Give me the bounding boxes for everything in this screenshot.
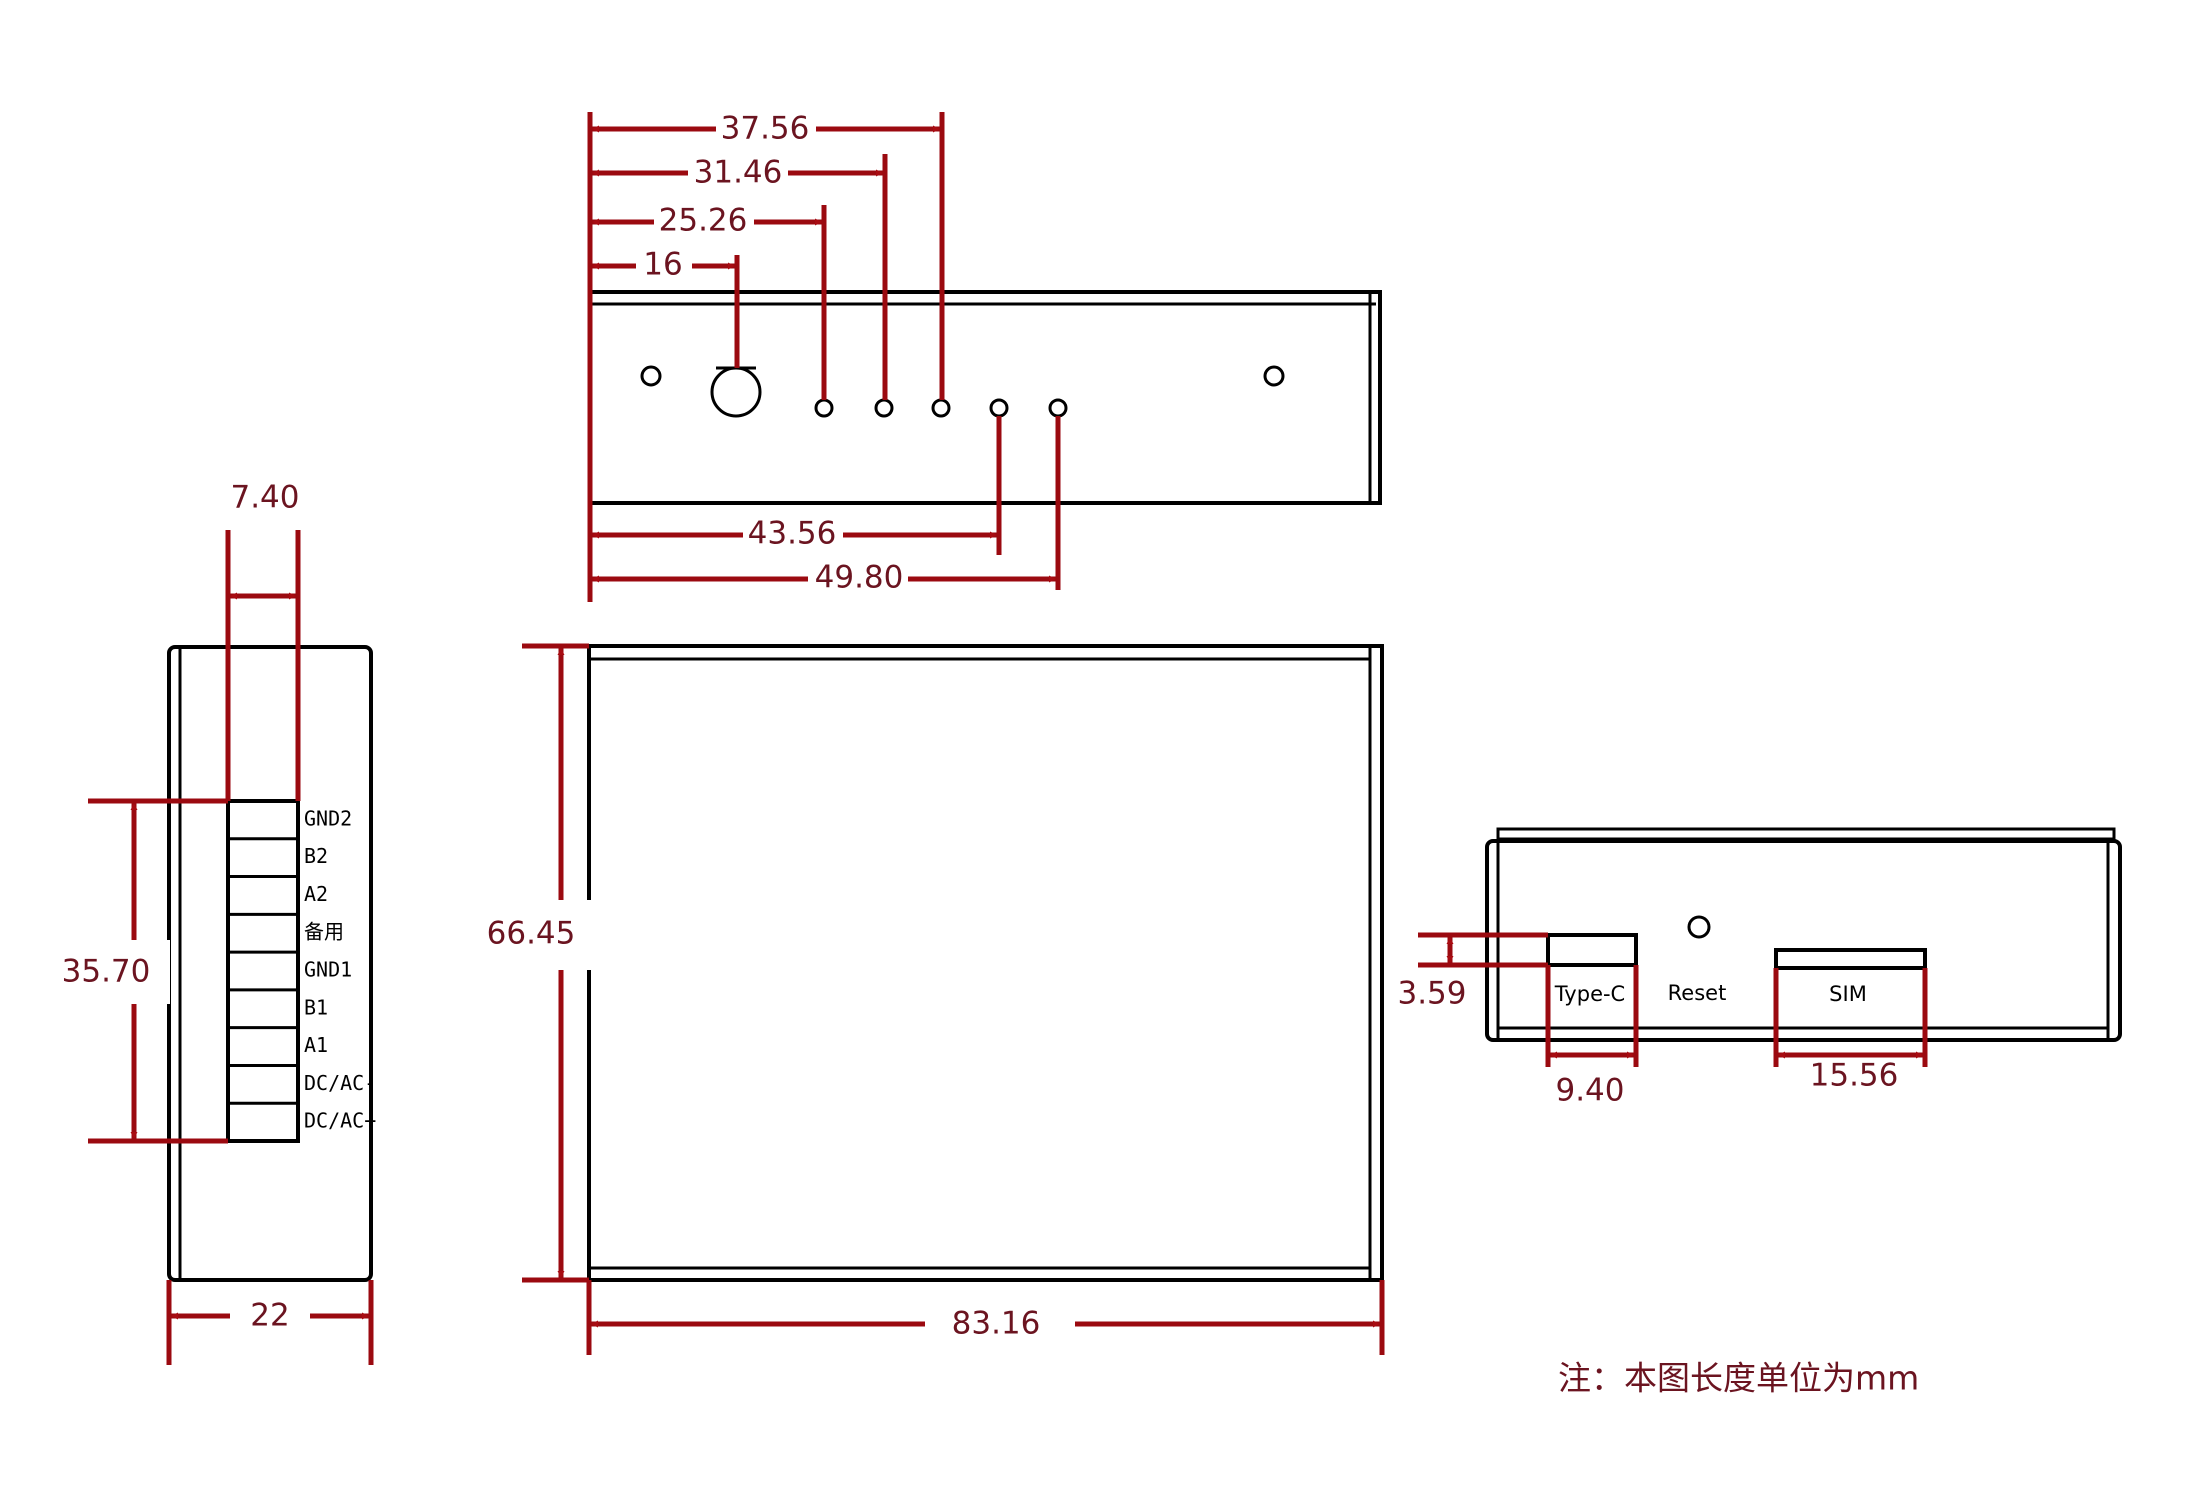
top-view-outline [588, 290, 1382, 505]
label-bg [688, 156, 788, 190]
led-hole-1 [814, 398, 834, 418]
dim-label-49-80: 49.80 [815, 560, 904, 596]
label-bg [1812, 1060, 1892, 1090]
led-hole-2 [874, 398, 894, 418]
typec-port [1546, 933, 1638, 967]
label-bg [60, 940, 170, 1004]
terminal-block-outline [226, 799, 300, 1143]
mount-hole-left [640, 365, 662, 387]
label-bg [808, 562, 908, 596]
terminal-label: DC/AC+ [304, 1109, 376, 1133]
dim-label-25-26: 25.26 [659, 203, 748, 239]
dim-label-31-46: 31.46 [694, 155, 783, 191]
dim-label-15-56: 15.56 [1810, 1058, 1899, 1094]
right-view-outline [1485, 839, 2122, 1042]
mount-hole-right [1263, 365, 1285, 387]
label-bg [636, 249, 692, 283]
dim-label-66-45: 66.45 [487, 916, 576, 952]
front-view-outline [587, 644, 1384, 1282]
unit-note: 注：本图长度单位为mm [1558, 1359, 1919, 1398]
label-bg [716, 112, 816, 146]
dim-label-22: 22 [250, 1298, 289, 1334]
terminal-label: DC/AC- [304, 1071, 376, 1095]
led-hole-4 [989, 398, 1009, 418]
label-bg [480, 900, 600, 970]
terminal-label: A2 [304, 882, 328, 906]
front-view: 66.45 83.16 [480, 643, 1385, 1355]
antenna-port [710, 366, 762, 418]
terminal-label: A1 [304, 1033, 328, 1057]
right-view-back-plate [1496, 827, 2116, 841]
label-bg [230, 1299, 310, 1333]
dim-label-9-40: 9.40 [1555, 1073, 1624, 1109]
typec-label: Type-C [1554, 982, 1625, 1006]
terminal-label: GND2 [304, 806, 352, 830]
dim-label-43-56: 43.56 [748, 516, 837, 552]
dim-label-16: 16 [643, 247, 682, 283]
terminal-label: B2 [304, 844, 328, 868]
dim-label-7-40: 7.40 [230, 480, 299, 516]
dim-label-83-16: 83.16 [952, 1306, 1041, 1342]
sim-label: SIM [1829, 982, 1867, 1006]
top-view: 37.56 31.46 25.26 16 43.56 49.80 [587, 111, 1382, 602]
label-bg [743, 518, 843, 552]
terminal-label: 备用 [304, 920, 344, 944]
terminal-label: B1 [304, 995, 328, 1019]
dim-label-37-56: 37.56 [721, 111, 810, 147]
dim-label-3-59: 3.59 [1397, 976, 1466, 1012]
reset-label: Reset [1668, 981, 1727, 1005]
label-bg [925, 1305, 1075, 1343]
sim-slot [1774, 948, 1927, 970]
reset-button [1687, 915, 1711, 939]
led-hole-3 [931, 398, 951, 418]
terminal-label: GND1 [304, 958, 352, 982]
led-hole-5 [1048, 398, 1068, 418]
dim-label-35-70: 35.70 [62, 954, 151, 990]
right-view: Type-C Reset SIM 3.59 9.40 15.56 [1397, 827, 2122, 1109]
label-bg [654, 205, 754, 239]
